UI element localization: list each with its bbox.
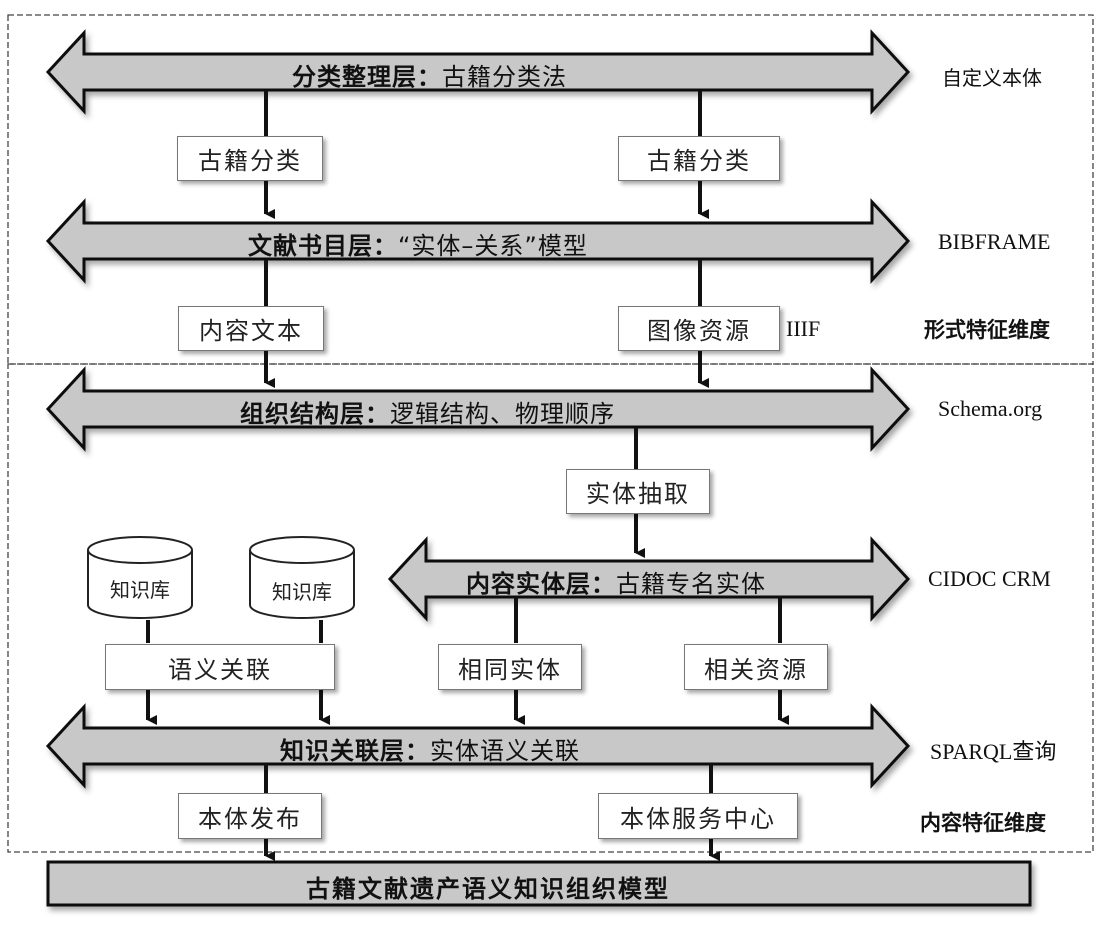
box-content-text: 内容文本 <box>178 306 324 351</box>
standard-bibframe: BIBFRAME <box>938 229 1051 254</box>
box-semantic-link: 语义关联 <box>105 644 335 690</box>
box-entity-extraction: 实体抽取 <box>566 469 710 514</box>
layer-desc: 古籍专名实体 <box>616 570 766 598</box>
layer-arrow-content-entity <box>387 536 911 622</box>
layer-name: 内容实体层： <box>466 570 616 598</box>
model-title: 古籍文献遗产语义知识组织模型 <box>306 875 670 903</box>
box-image-resource: 图像资源 <box>618 306 780 351</box>
layer-name: 文献书目层： <box>248 232 398 260</box>
layer-arrow-structure <box>45 366 911 452</box>
layer-desc: 逻辑结构、物理顺序 <box>390 400 615 428</box>
layer-name: 分类整理层： <box>292 63 442 91</box>
layer-arrow-bibliographic <box>45 198 911 284</box>
database-icon <box>249 536 355 619</box>
layer-label-bibliographic: 文献书目层：“实体–关系”模型 <box>248 226 588 261</box>
layer-arrow-classification <box>45 29 911 115</box>
box-ancient-classification-right: 古籍分类 <box>618 136 780 181</box>
box-related-resource: 相关资源 <box>684 644 828 690</box>
layer-desc: 实体语义关联 <box>430 737 580 765</box>
layer-label-classification: 分类整理层：古籍分类法 <box>292 57 567 92</box>
iiif-label: IIIF <box>786 316 821 341</box>
knowledge-base-label: 知识库 <box>272 580 332 604</box>
box-ontology-publish: 本体发布 <box>178 793 322 839</box>
standard-sparql: SPARQL查询 <box>930 739 1057 764</box>
box-same-entity: 相同实体 <box>438 644 582 690</box>
formal-dimension-label: 形式特征维度 <box>924 318 1050 342</box>
box-ontology-service-center: 本体服务中心 <box>598 793 798 839</box>
box-ancient-classification-left: 古籍分类 <box>177 136 323 181</box>
layer-label-content-entity: 内容实体层：古籍专名实体 <box>466 564 766 599</box>
content-dimension-label: 内容特征维度 <box>920 811 1046 835</box>
knowledge-base-label: 知识库 <box>110 578 170 602</box>
layer-label-knowledge-link: 知识关联层：实体语义关联 <box>280 731 580 766</box>
layer-desc: “实体–关系”模型 <box>398 232 588 260</box>
content-dimension-frame <box>7 363 1094 853</box>
database-icon <box>87 536 193 619</box>
model-title-bar <box>46 860 1032 907</box>
standard-schema-org: Schema.org <box>938 396 1043 421</box>
standard-cidoc-crm: CIDOC CRM <box>928 566 1051 591</box>
layer-label-structure: 组织结构层：逻辑结构、物理顺序 <box>240 394 615 429</box>
layer-arrow-knowledge-link <box>45 703 911 789</box>
layer-desc: 古籍分类法 <box>442 63 567 91</box>
layer-name: 组织结构层： <box>240 400 390 428</box>
standard-custom-ontology: 自定义本体 <box>942 66 1042 90</box>
layer-name: 知识关联层： <box>280 737 430 765</box>
